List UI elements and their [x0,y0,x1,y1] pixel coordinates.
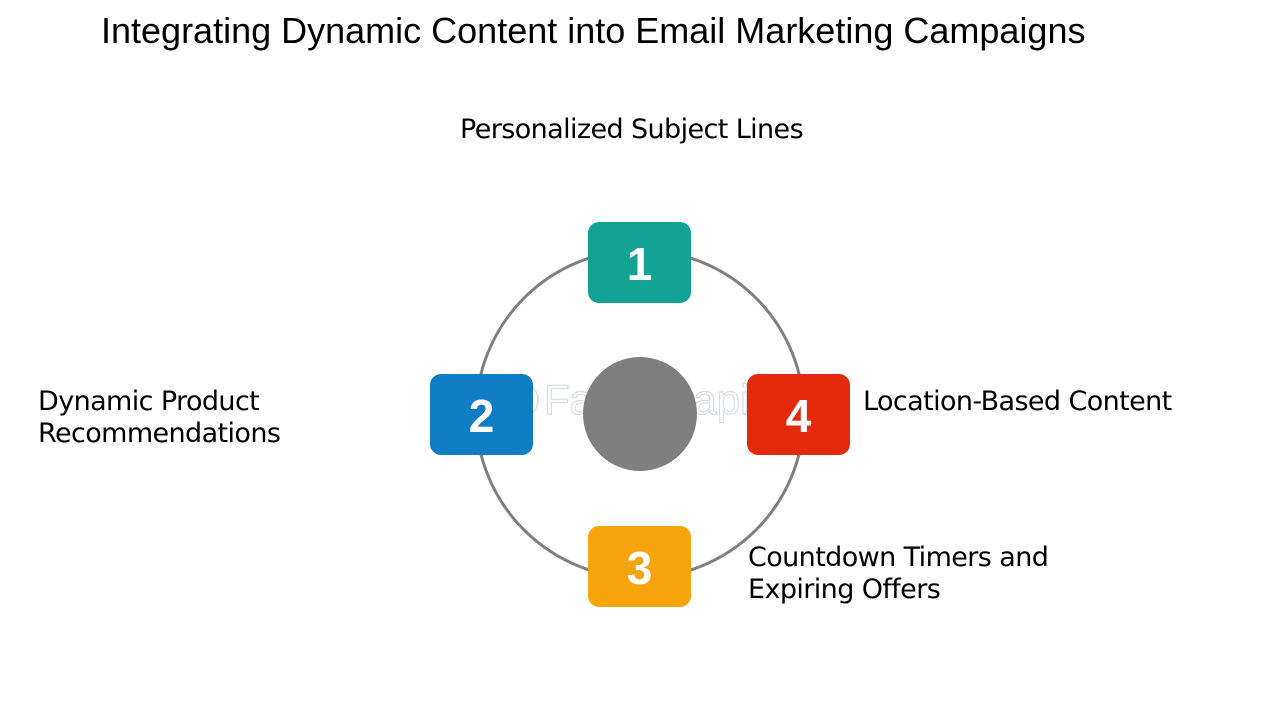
step-number: 4 [786,390,812,442]
step-badge-1: 1 [588,222,691,303]
step-badge-4: 4 [747,374,850,455]
item-label-personalized-subject-lines: Personalized Subject Lines [460,114,804,146]
item-label-line: Dynamic Product [38,386,260,417]
page-title: Integrating Dynamic Content into Email M… [101,10,1086,51]
item-label-line: Expiring Offers [748,574,941,605]
step-number: 3 [627,542,653,594]
item-label-dynamic-product-recommendations: Dynamic Product Recommendations [38,386,281,450]
item-label-line: Countdown Timers and [748,542,1049,573]
item-label-countdown-timers: Countdown Timers and Expiring Offers [748,542,1049,606]
item-label-line: Recommendations [38,418,281,449]
step-badge-3: 3 [588,526,691,607]
step-badge-2: 2 [430,374,533,455]
item-label-location-based-content: Location-Based Content [863,386,1172,418]
item-label-line: Location-Based Content [863,386,1172,417]
item-label-line: Personalized Subject Lines [460,114,804,145]
center-circle [583,357,697,471]
step-number: 2 [469,390,495,442]
step-number: 1 [627,238,653,290]
